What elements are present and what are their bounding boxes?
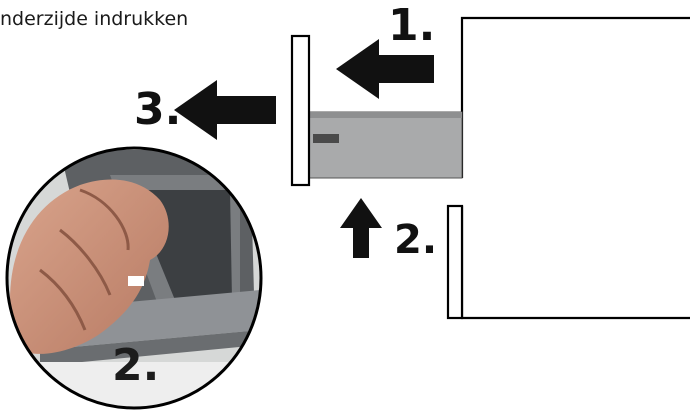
step-3-label: 3. [134,84,182,135]
instruction-caption: nderzijde indrukken [0,8,189,30]
drawer-front-panel [290,34,311,187]
lower-drawer-front [446,204,464,320]
inset-photo-border [5,146,263,410]
inset-photo [7,148,261,408]
step-1-label: 1. [388,0,436,51]
arrow-left-icon [174,80,276,140]
step-2-label: 2. [394,217,438,263]
drawer-rail [308,111,463,179]
arrow-up-icon [340,198,382,258]
arrow-left-icon [336,39,434,99]
photo-step-2-label: 2. [112,340,160,391]
cabinet-outline [460,16,690,320]
